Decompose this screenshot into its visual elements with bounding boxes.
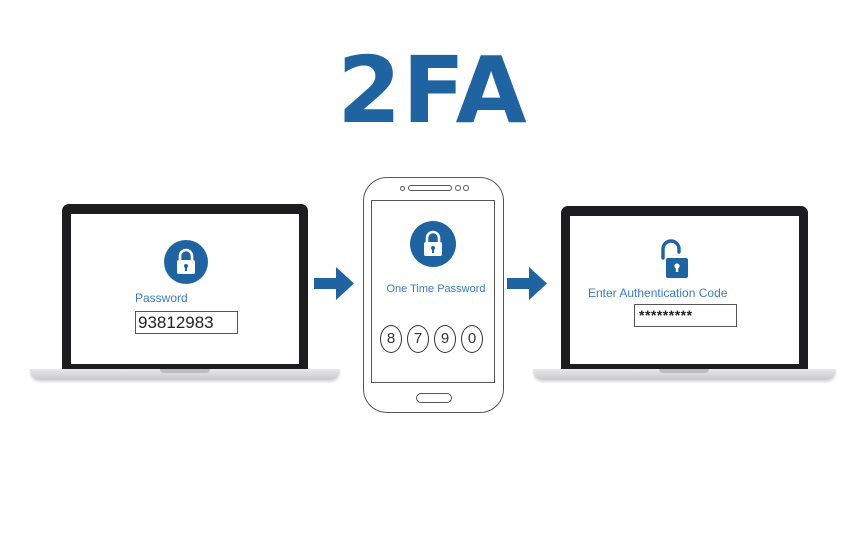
password-label: Password (135, 291, 188, 305)
arrow-right-icon (507, 264, 547, 304)
phone-camera (400, 186, 405, 191)
otp-digit: 9 (434, 325, 456, 353)
auth-code-label: Enter Authentication Code (588, 286, 728, 300)
laptop-base (30, 369, 340, 380)
lock-closed-icon (410, 221, 456, 267)
diagram-title: 2FA (337, 37, 528, 144)
laptop-screen: Enter Authentication Code ********* (570, 216, 799, 364)
laptop-base (533, 369, 836, 380)
arrow-right-icon (314, 264, 354, 304)
laptop-notch (160, 369, 210, 373)
phone-speaker (408, 185, 452, 191)
laptop-notch (659, 369, 709, 373)
laptop-authentication: Enter Authentication Code ********* (533, 206, 836, 380)
auth-code-field[interactable]: ********* (634, 304, 737, 327)
laptop-password: Password 93812983 (30, 204, 340, 380)
smartphone: One Time Password 8 7 9 0 (363, 177, 504, 413)
otp-digit: 7 (407, 325, 429, 353)
phone-sensor (463, 185, 469, 191)
phone-sensor (455, 185, 461, 191)
password-field[interactable]: 93812983 (135, 311, 238, 334)
phone-screen: One Time Password 8 7 9 0 (371, 200, 495, 383)
phone-home-button[interactable] (416, 393, 452, 403)
laptop-screen: Password 93812983 (71, 214, 299, 364)
lock-closed-icon (164, 240, 208, 284)
lock-open-icon (654, 236, 698, 286)
otp-digit: 0 (461, 325, 483, 353)
otp-digit: 8 (380, 325, 402, 353)
otp-label: One Time Password (386, 283, 486, 295)
